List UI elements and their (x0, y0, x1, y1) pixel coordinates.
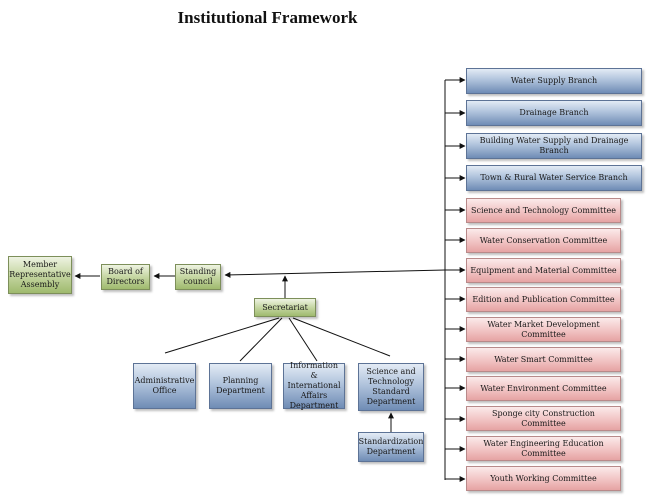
administrative-office-box: Administrative Office (133, 363, 196, 409)
committee-water-engineering-education: Water Engineering Education Committee (466, 436, 621, 461)
committee-equipment-material: Equipment and Material Committee (466, 258, 621, 283)
standing-council-box: Standing council (175, 264, 221, 290)
international-affairs-department-box: Information & International Affairs Depa… (283, 361, 345, 410)
committee-water-smart: Water Smart Committee (466, 347, 621, 372)
committee-science-technology: Science and Technology Committee (466, 198, 621, 223)
planning-department-box: Planning Department (209, 363, 272, 409)
branch-water-supply: Water Supply Branch (466, 68, 642, 94)
science-technology-department-box: Science and Technology Standard Departme… (358, 363, 424, 411)
committee-water-conservation: Water Conservation Committee (466, 228, 621, 253)
board-of-directors-box: Board of Directors (101, 264, 150, 290)
committee-edition-publication: Edition and Publication Committee (466, 287, 621, 312)
standardization-department-box: Standardization Department (358, 432, 424, 462)
committee-youth-working: Youth Working Committee (466, 466, 621, 491)
branch-drainage: Drainage Branch (466, 100, 642, 126)
branch-town-rural-water-service: Town & Rural Water Service Branch (466, 165, 642, 191)
committee-sponge-city-construction: Sponge city Construction Committee (466, 406, 621, 431)
secretariat-box: Secretariat (254, 298, 316, 317)
committee-water-market-development: Water Market Development Committee (466, 317, 621, 342)
committee-water-environment: Water Environment Committee (466, 376, 621, 401)
member-assembly-box: Member Representative Assembly (8, 256, 72, 294)
branch-building-water-supply-drainage: Building Water Supply and Drainage Branc… (466, 133, 642, 159)
diagram-title: Institutional Framework (177, 8, 358, 27)
